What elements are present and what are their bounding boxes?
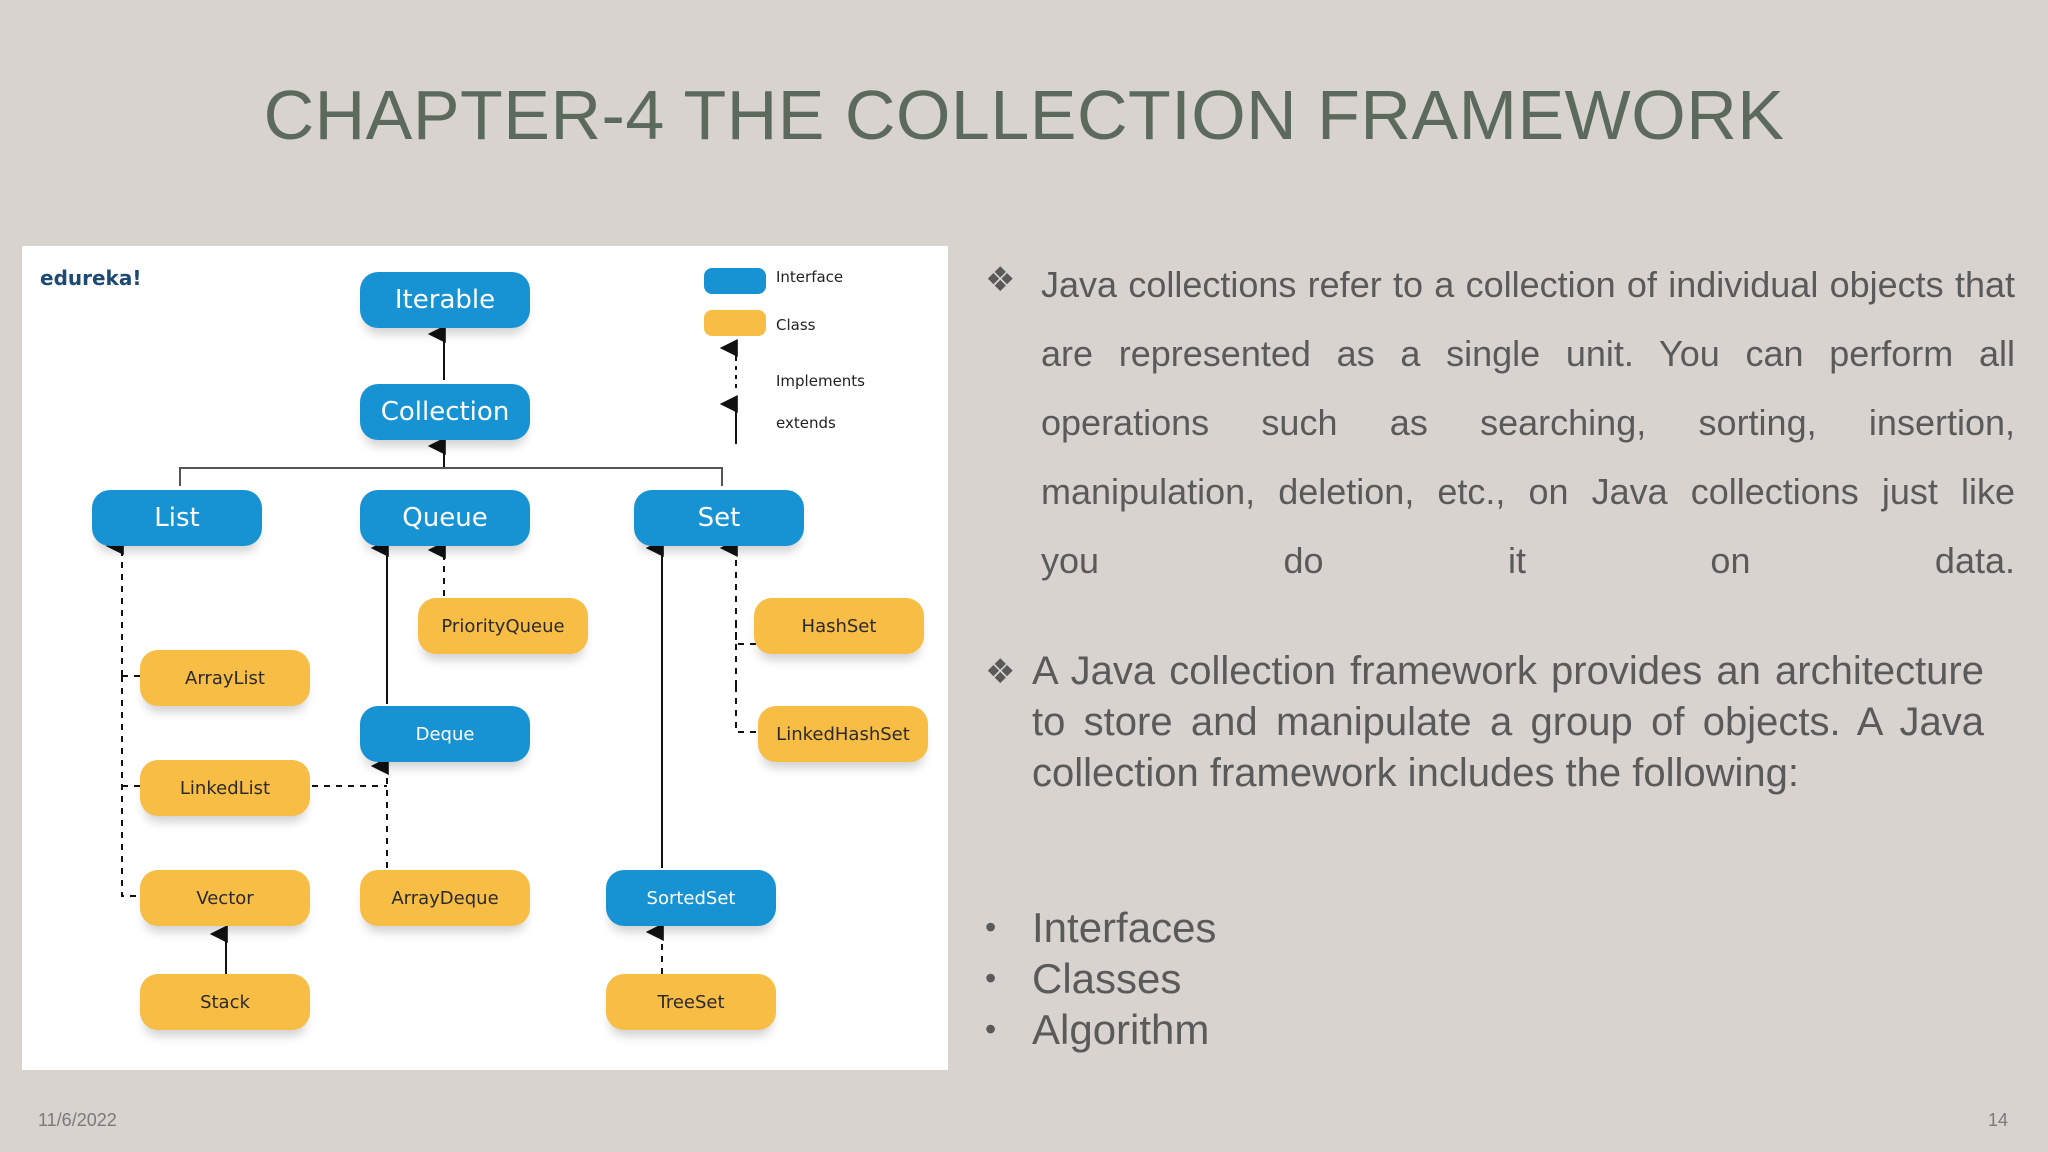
node-array-list: ArrayList <box>140 650 310 706</box>
node-iterable: Iterable <box>360 272 530 328</box>
bullet-dot-icon: • <box>985 909 997 945</box>
diagram-connectors <box>105 325 756 974</box>
bullet-dot-icon: • <box>985 1011 997 1047</box>
node-list: List <box>92 490 262 546</box>
node-array-deque: ArrayDeque <box>360 870 530 926</box>
node-collection: Collection <box>360 384 530 440</box>
paragraph-java-collections-text: Java collections refer to a collection o… <box>1041 264 2015 512</box>
diamond-bullet-icon: ❖ <box>985 261 1016 299</box>
footer-date: 11/6/2022 <box>38 1110 117 1130</box>
collection-hierarchy-diagram: edureka! Interface Class Implements exte… <box>22 246 948 1070</box>
list-item-label: Interfaces <box>1032 904 1217 951</box>
node-queue: Queue <box>360 490 530 546</box>
legend-interface-swatch <box>704 268 766 294</box>
node-set: Set <box>634 490 804 546</box>
node-sorted-set: SortedSet <box>606 870 776 926</box>
paragraph-java-collections: Java collections refer to a collection o… <box>1041 250 2015 595</box>
legend-interface-label: Interface <box>776 268 844 286</box>
footer-page-number: 14 <box>1988 1110 2009 1130</box>
list-item-label: Algorithm <box>1032 1006 1210 1053</box>
slide-title: CHAPTER-4 THE COLLECTION FRAMEWORK <box>263 76 1785 154</box>
legend-class-label: Class <box>776 316 816 334</box>
legend-extends-label: extends <box>776 414 836 432</box>
node-linked-hash-set: LinkedHashSet <box>758 706 928 762</box>
node-vector: Vector <box>140 870 310 926</box>
list-item-label: Classes <box>1032 955 1182 1002</box>
diamond-bullet-icon: ❖ <box>985 653 1016 691</box>
node-hash-set: HashSet <box>754 598 924 654</box>
node-linked-list: LinkedList <box>140 760 310 816</box>
paragraph-framework: A Java collection framework provides an … <box>1032 649 1984 795</box>
node-tree-set: TreeSet <box>606 974 776 1030</box>
edureka-logo: edureka! <box>40 266 142 290</box>
node-deque: Deque <box>360 706 530 762</box>
node-stack: Stack <box>140 974 310 1030</box>
legend-implements-label: Implements <box>776 372 865 390</box>
paragraph-java-collections-last-line: you do it on data. <box>1041 540 2015 581</box>
node-priority-queue: PriorityQueue <box>418 598 588 654</box>
bullet-dot-icon: • <box>985 960 997 996</box>
legend-class-swatch <box>704 310 766 336</box>
